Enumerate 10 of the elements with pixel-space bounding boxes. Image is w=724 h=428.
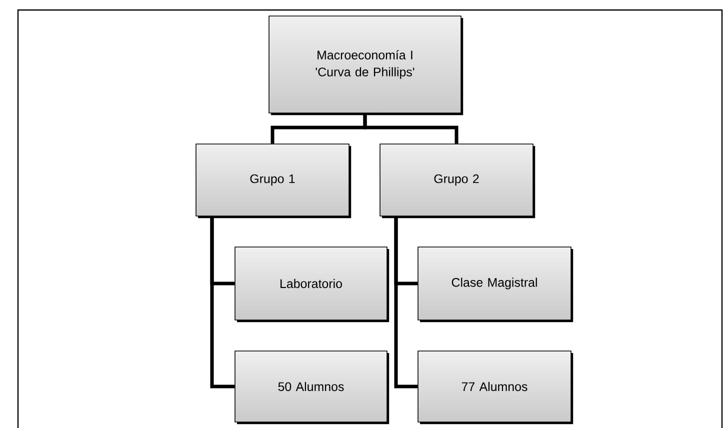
process-box: 50 Alumnos	[234, 350, 390, 424]
process-box: Grupo 2	[380, 144, 536, 218]
process-box: Clase Magistral	[418, 246, 574, 322]
connector-line	[394, 217, 418, 388]
process-box: Laboratorio	[234, 246, 390, 322]
connector-line	[363, 113, 458, 144]
process-box: 77 Alumnos	[418, 350, 574, 424]
process-box: Grupo 1	[196, 144, 352, 218]
connector-line	[210, 217, 235, 388]
process-box: Macroeconomía I 'Curva de Phillips'	[268, 16, 464, 116]
